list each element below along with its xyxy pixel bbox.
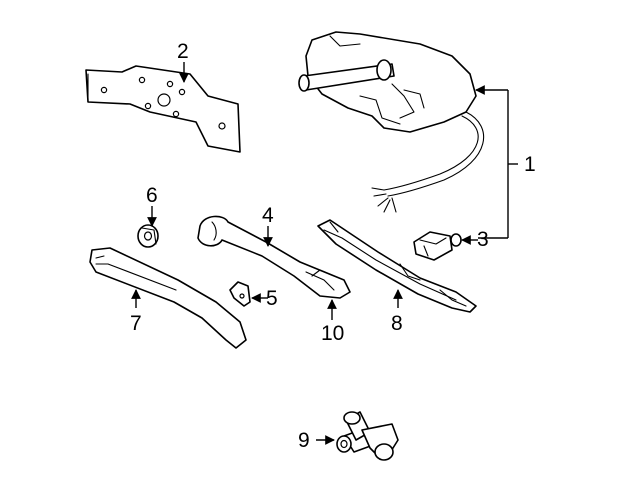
wiper-blade xyxy=(317,219,477,313)
callout-4: 4 xyxy=(262,204,274,227)
retaining-clip xyxy=(229,281,251,307)
callout-labels: 1 2 3 4 5 6 7 8 9 10 xyxy=(130,40,536,452)
callout-5: 5 xyxy=(266,287,278,310)
callout-6: 6 xyxy=(146,184,158,207)
mounting-plate xyxy=(85,65,241,153)
callout-3: 3 xyxy=(477,228,489,251)
wiper-motor xyxy=(298,31,484,213)
wiper-arm-cover xyxy=(89,247,247,349)
washer-t-connector xyxy=(336,411,399,461)
callout-1: 1 xyxy=(524,153,536,176)
connector-plug xyxy=(413,231,462,261)
leader-lines xyxy=(131,62,518,445)
callout-2: 2 xyxy=(177,40,189,63)
callout-9: 9 xyxy=(298,429,310,452)
callout-7: 7 xyxy=(130,312,142,335)
wiper-arm xyxy=(197,215,351,299)
callout-10: 10 xyxy=(321,322,344,345)
callout-8: 8 xyxy=(391,312,403,335)
nut-grommet xyxy=(137,224,159,248)
